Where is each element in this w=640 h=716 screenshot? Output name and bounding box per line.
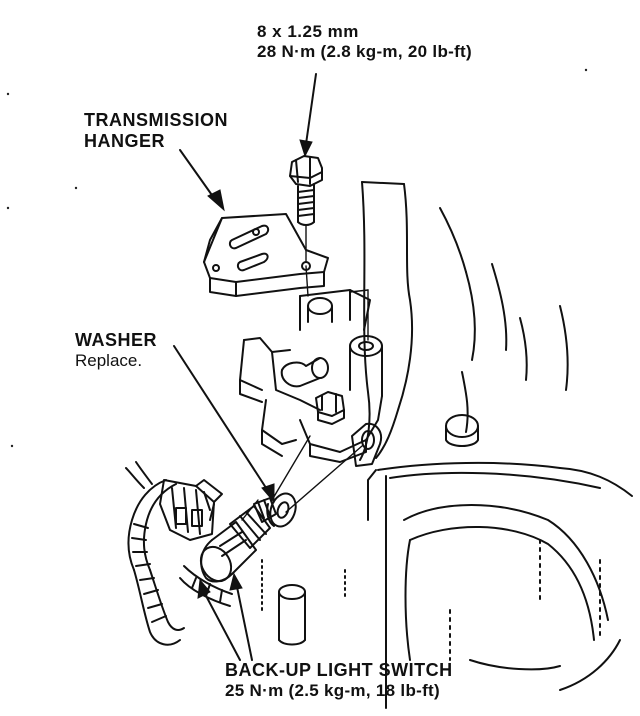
backup-light-switch-label: BACK-UP LIGHT SWITCH 25 N·m (2.5 kg-m, 1… <box>225 660 453 701</box>
washer-icon <box>266 492 297 528</box>
case-boss <box>445 414 479 447</box>
stud <box>278 584 306 646</box>
wire-harness <box>125 461 233 646</box>
bolt-spec-label: 8 x 1.25 mm 28 N·m (2.8 kg-m, 20 lb-ft) <box>257 22 472 62</box>
hanger-label-line1: TRANSMISSION <box>84 110 229 130</box>
washer-title: WASHER <box>75 330 158 350</box>
switch-icon <box>199 497 277 583</box>
connector-icon <box>159 479 223 541</box>
washer-label: WASHER Replace. <box>75 330 157 371</box>
transmission-case <box>261 181 633 709</box>
switch-torque: 25 N·m (2.5 kg-m, 18 lb-ft) <box>225 681 440 701</box>
transmission-hanger <box>203 213 329 297</box>
washer-note: Replace. <box>75 351 143 371</box>
bolt-torque: 28 N·m (2.8 kg-m, 20 lb-ft) <box>257 42 472 62</box>
mount-block <box>239 289 383 467</box>
leader-lines <box>241 225 369 521</box>
bolt-icon <box>289 155 323 226</box>
switch-title: BACK-UP LIGHT SWITCH <box>225 660 453 680</box>
callout-arrows <box>173 73 317 661</box>
specks <box>6 68 588 448</box>
arrowheads <box>197 139 313 599</box>
transmission-hanger-label: TRANSMISSION HANGER <box>84 110 228 152</box>
nut <box>315 391 345 425</box>
hanger-label-line2: HANGER <box>84 131 166 152</box>
bolt-size: 8 x 1.25 mm <box>257 22 359 41</box>
